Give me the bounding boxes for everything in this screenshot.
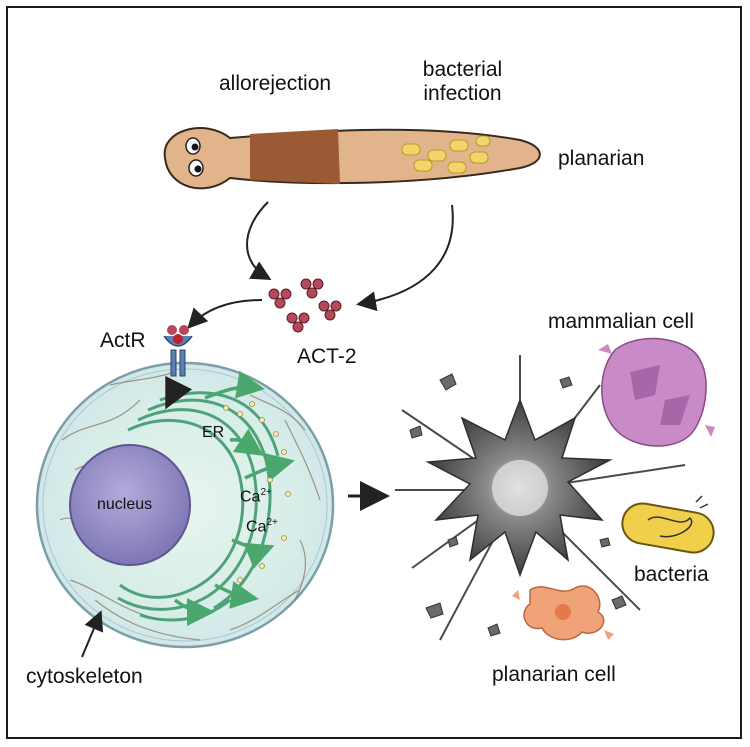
arrow-infection-to-act2 bbox=[356, 204, 454, 312]
bacterial-infection-line1: bacterial bbox=[422, 58, 503, 81]
arrow-act2-to-actr bbox=[187, 299, 263, 329]
mammalian-cell-shape bbox=[598, 337, 715, 447]
bacteria-label: bacteria bbox=[634, 563, 709, 586]
calcium-dots bbox=[223, 401, 291, 583]
calcium-symbol: Ca bbox=[240, 488, 261, 506]
calcium-release-arrows bbox=[173, 370, 295, 626]
planarian-worm bbox=[163, 127, 541, 190]
nucleus-label: nucleus bbox=[97, 496, 153, 513]
calcium-charge: 2+ bbox=[266, 517, 278, 528]
act2-label: ACT-2 bbox=[297, 345, 357, 368]
cytoskeleton-label: cytoskeleton bbox=[26, 665, 143, 688]
allorejection-label: allorejection bbox=[219, 72, 332, 95]
planarian-cell-label: planarian cell bbox=[492, 663, 616, 686]
calcium-label-2: Ca2+ bbox=[246, 514, 278, 536]
actr-receptor bbox=[163, 325, 193, 410]
bacteria-cluster bbox=[401, 135, 491, 174]
allorejection-patch bbox=[250, 129, 340, 184]
bacterial-infection-label: bacterial infection bbox=[405, 58, 520, 106]
planarian-cell-diagram bbox=[35, 361, 335, 649]
bacteria-cell-shape bbox=[621, 495, 715, 554]
calcium-charge: 2+ bbox=[260, 487, 272, 498]
planarian-label: planarian bbox=[558, 147, 645, 170]
nucleus-organelle bbox=[69, 444, 191, 566]
cytoskeleton-pointer-arrow bbox=[81, 610, 104, 658]
actr-label: ActR bbox=[100, 329, 146, 352]
er-label: ER bbox=[202, 424, 225, 441]
arrow-allorejection-to-act2 bbox=[246, 201, 272, 280]
calcium-symbol: Ca bbox=[246, 518, 267, 536]
planarian-cell-shape bbox=[512, 585, 614, 641]
act2-molecules bbox=[268, 278, 342, 333]
lysis-explosion bbox=[395, 355, 686, 641]
calcium-label-1: Ca2+ bbox=[240, 484, 272, 506]
mammalian-cell-label: mammalian cell bbox=[548, 310, 694, 333]
bacterial-infection-line2: infection bbox=[423, 82, 502, 105]
